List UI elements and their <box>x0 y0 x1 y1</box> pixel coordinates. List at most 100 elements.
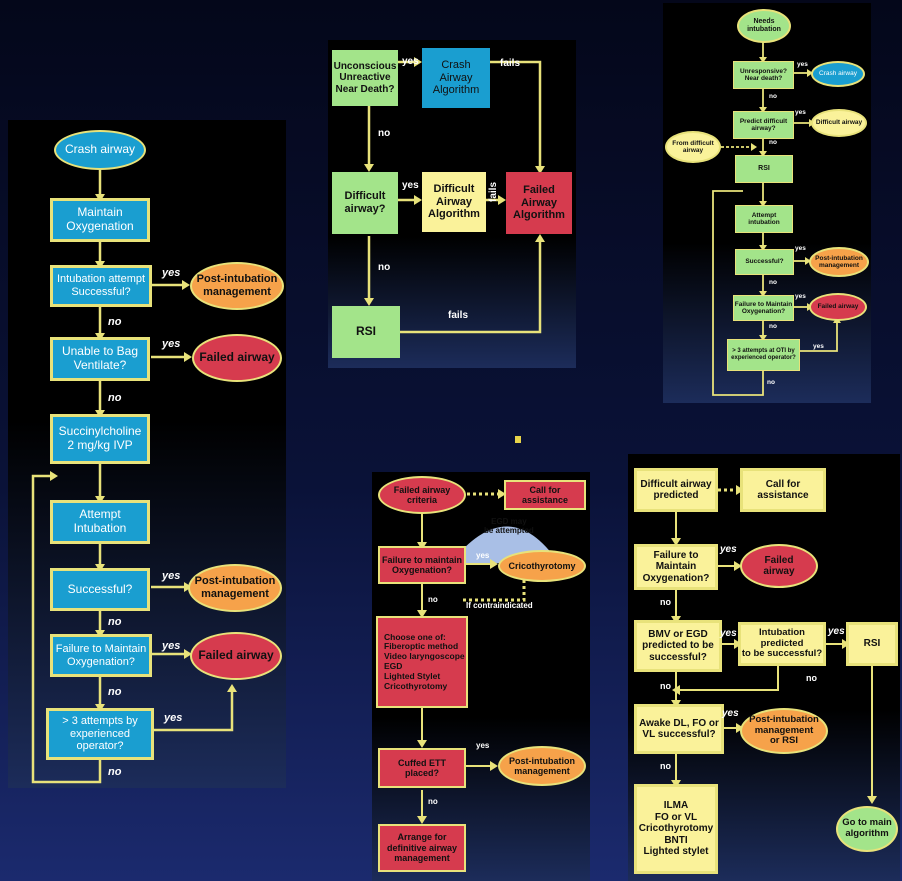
no-label: no <box>769 323 777 330</box>
yes-label: yes <box>720 628 737 639</box>
no-label: no <box>769 139 777 146</box>
post-intubation-oval-1: Post-intubation management <box>190 262 284 310</box>
succinylcholine-box: Succinylcholine 2 mg/kg IVP <box>50 414 150 464</box>
yes-label: yes <box>162 267 181 279</box>
arrange-definitive-box: Arrange for definitive airway management <box>378 824 466 872</box>
crash-airway-oval: Crash airway <box>811 61 865 87</box>
alternative-options-box: ILMA FO or VL Cricothyrotomy BNTI Lighte… <box>634 784 718 874</box>
no-label: no <box>769 93 777 100</box>
no-label: no <box>108 686 122 698</box>
yes-label: yes <box>162 640 181 652</box>
no-label: no <box>767 379 775 386</box>
failure-maintain-box: Failure to Maintain Oxygenation? <box>733 295 794 321</box>
fails-label: fails <box>500 58 521 69</box>
yes-label: yes <box>720 544 737 555</box>
crash-airway-connectors <box>31 170 237 784</box>
failure-maintain-oxygenation-box: Failure to Maintain Oxygenation? <box>50 634 152 677</box>
cuffed-ett-box: Cuffed ETT placed? <box>378 748 466 788</box>
rsi-box: RSI <box>735 155 793 183</box>
overview-connectors <box>364 57 545 334</box>
main-algorithm-panel: Needs intubation Unresponsive? Near deat… <box>663 3 871 403</box>
yes-label: yes <box>797 61 808 68</box>
failure-maintain-box: Failure to Maintain Oxygenation? <box>634 544 718 590</box>
slide-marker <box>515 436 521 443</box>
unconscious-box: Unconscious Unreactive Near Death? <box>332 50 398 106</box>
post-intubation-oval-2: Post-intubation management <box>188 564 282 612</box>
no-label: no <box>428 595 438 604</box>
attempt-intubation-box: Attempt Intubation <box>50 500 150 544</box>
difficult-airway-question-box: Difficult airway? <box>332 172 398 234</box>
successful-box: Successful? <box>50 568 150 611</box>
no-label: no <box>378 262 391 273</box>
crash-airway-algorithm-box: Crash Airway Algorithm <box>422 48 490 108</box>
no-label: no <box>108 316 122 328</box>
yes-label: yes <box>162 570 181 582</box>
three-attempts-box: > 3 attempts by experienced operator? <box>46 708 154 760</box>
awake-dl-box: Awake DL, FO or VL successful? <box>634 704 724 754</box>
failed-airway-oval-2: Failed airway <box>190 632 282 680</box>
yes-label: yes <box>476 741 490 750</box>
maintain-oxygenation-box: Maintain Oxygenation <box>50 198 150 242</box>
needs-intubation-oval: Needs intubation <box>737 9 791 43</box>
unresponsive-box: Unresponsive? Near death? <box>733 61 794 89</box>
post-intubation-oval: Post-intubation management <box>498 746 586 786</box>
bmv-egd-box: BMV or EGD predicted to be successful? <box>634 620 722 672</box>
failure-to-maintain-box: Failure to maintain Oxygenation? <box>378 546 466 584</box>
no-label: no <box>660 597 671 607</box>
no-label: no <box>806 673 817 683</box>
no-label: no <box>108 392 122 404</box>
yes-label: yes <box>795 109 806 116</box>
if-contraindicated-label: If contraindicated <box>466 601 533 610</box>
no-label: no <box>769 279 777 286</box>
cricothyrotomy-oval: Cricothyrotomy <box>498 550 586 582</box>
unable-to-bag-box: Unable to Bag Ventilate? <box>50 337 150 381</box>
no-label: no <box>378 128 391 139</box>
rsi-box: RSI <box>846 622 898 666</box>
no-label: no <box>660 681 671 691</box>
main-algorithm-connectors <box>712 41 841 396</box>
failed-airway-criteria-oval: Failed airway criteria <box>378 476 466 514</box>
yes-label: yes <box>722 708 739 719</box>
no-label: no <box>660 761 671 771</box>
difficult-airway-algorithm-box: Difficult Airway Algorithm <box>422 172 486 232</box>
no-label: no <box>428 797 438 806</box>
overview-panel: Unconscious Unreactive Near Death? Crash… <box>328 40 576 368</box>
yes-label: yes <box>795 245 806 252</box>
yes-label: yes <box>402 56 419 67</box>
difficult-airway-panel: Difficult airway predicted Call for assi… <box>628 454 900 881</box>
rsi-box: RSI <box>332 306 400 358</box>
failed-airway-oval: Failed airway <box>740 544 818 588</box>
yes-label: yes <box>162 338 181 350</box>
yes-label: yes <box>402 180 419 191</box>
failed-airway-panel: Failed airway criteria Call for assistan… <box>372 472 590 881</box>
fails-label: fails <box>448 310 469 321</box>
crash-airway-panel: Crash airway Maintain Oxygenation Intuba… <box>8 120 286 788</box>
failed-airway-algorithm-box: Failed Airway Algorithm <box>506 172 572 234</box>
yes-label: yes <box>476 551 490 560</box>
post-intubation-oval: Post-intubation management <box>809 247 869 277</box>
yes-label: yes <box>164 712 183 724</box>
intubation-predicted-box: Intubation predicted to be successful? <box>738 622 826 666</box>
intubation-attempt-box: Intubation attempt Successful? <box>50 265 152 307</box>
crash-airway-start: Crash airway <box>54 130 146 170</box>
egd-may-be-attempted-label: EGD may be attempted <box>484 517 534 535</box>
no-label: no <box>108 766 122 778</box>
fails-label-vertical: fails <box>488 181 499 202</box>
call-for-assistance-box: Call for assistance <box>740 468 826 512</box>
yes-label: yes <box>828 626 845 637</box>
go-to-main-algorithm-oval: Go to main algorithm <box>836 806 898 852</box>
post-intubation-oval: Post-intubation management or RSI <box>740 708 828 754</box>
choose-one-of-box: Choose one of: Fiberoptic method Video l… <box>376 616 468 708</box>
attempt-intubation-box: Attempt intubation <box>735 205 793 233</box>
yes-label: yes <box>813 343 824 350</box>
failed-airway-oval-1: Failed airway <box>192 334 282 382</box>
call-for-assistance-box: Call for assistance <box>504 480 586 510</box>
no-label: no <box>108 616 122 628</box>
predict-difficult-box: Predict difficult airway? <box>733 111 794 139</box>
difficult-airway-predicted-box: Difficult airway predicted <box>634 468 718 512</box>
difficult-airway-oval: Difficult airway <box>811 109 867 137</box>
successful-box: Successful? <box>735 249 794 275</box>
yes-label: yes <box>795 293 806 300</box>
three-attempts-box: > 3 attempts at OTI by experienced opera… <box>727 339 800 371</box>
failed-airway-oval: Failed airway <box>809 293 867 321</box>
